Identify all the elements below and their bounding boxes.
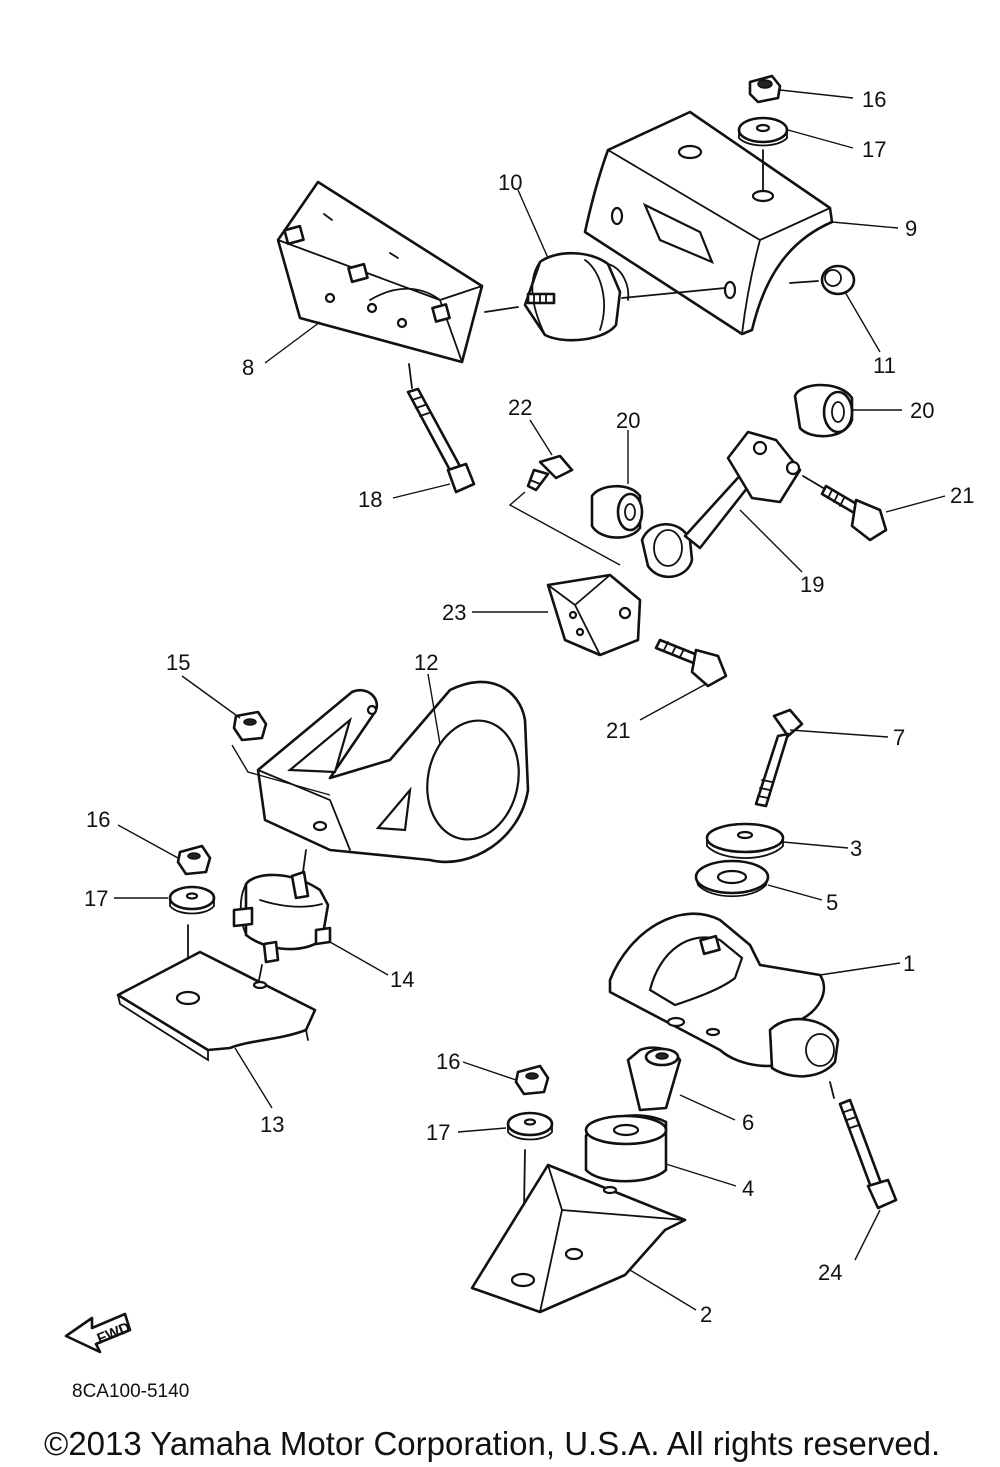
- callout-24: 24: [818, 1260, 842, 1285]
- callout-1: 1: [903, 951, 915, 976]
- part-20-bushing-left: [590, 484, 644, 539]
- callout-17-top: 17: [862, 137, 886, 162]
- part-10-mount: [523, 251, 630, 342]
- fwd-arrow-icon: FWD: [64, 1312, 133, 1354]
- part-7-bolt: [754, 708, 804, 808]
- callout-22: 22: [508, 395, 532, 420]
- callout-23: 23: [442, 600, 466, 625]
- callout-20-left: 20: [616, 408, 640, 433]
- part-16-nut-bottom: [514, 1064, 550, 1096]
- callout-5: 5: [826, 890, 838, 915]
- part-16-nut-top: [748, 74, 782, 104]
- part-8-bracket: [276, 180, 519, 364]
- part-22-bolt: [508, 454, 621, 566]
- part-1-bracket: [608, 912, 840, 1099]
- callout-15: 15: [166, 650, 190, 675]
- part-14-mount: [232, 849, 332, 986]
- part-17-washer-top: [737, 116, 789, 147]
- callout-12: 12: [414, 650, 438, 675]
- part-18-bolt: [406, 363, 476, 494]
- part-19-link: [640, 430, 831, 579]
- part-16-nut-left: [176, 844, 212, 876]
- callout-7: 7: [893, 725, 905, 750]
- callout-9: 9: [905, 216, 917, 241]
- callout-21-lower: 21: [606, 718, 630, 743]
- callout-21-upper: 21: [950, 483, 974, 508]
- part-2-bracket: [470, 1163, 687, 1314]
- part-5-rubber: [694, 859, 770, 898]
- part-17-washer-left: [168, 885, 216, 991]
- callout-8: 8: [242, 355, 254, 380]
- part-23-bracket: [546, 573, 642, 657]
- part-6-spacer: [626, 1046, 682, 1112]
- part-15-nut: [232, 710, 268, 742]
- callout-13: 13: [260, 1112, 284, 1137]
- callout-19: 19: [800, 572, 824, 597]
- callout-3: 3: [850, 836, 862, 861]
- callout-6: 6: [742, 1110, 754, 1135]
- part-3-washer: [705, 822, 785, 859]
- callout-numbers: 16 17 9 10 11 8 18 22 20 20 21 19 23 21 …: [84, 87, 974, 1327]
- callout-16-left: 16: [86, 807, 110, 832]
- drawing-code: 8CA100-5140: [72, 1381, 189, 1402]
- callout-20-right: 20: [910, 398, 934, 423]
- part-21-bolt-lower: [654, 638, 728, 688]
- part-11-collar: [820, 264, 856, 296]
- callout-16-bottom: 16: [436, 1049, 460, 1074]
- leader-lines: [114, 89, 946, 1311]
- callout-10: 10: [498, 170, 522, 195]
- callout-11: 11: [873, 353, 896, 378]
- callout-4: 4: [742, 1176, 754, 1201]
- part-24-bolt: [838, 1098, 898, 1210]
- part-9-bracket: [583, 110, 834, 336]
- part-12-bracket: [231, 680, 530, 864]
- callout-14: 14: [390, 967, 414, 992]
- part-13-plate: [116, 950, 317, 1062]
- callout-2: 2: [700, 1302, 712, 1327]
- callout-17-left: 17: [84, 886, 108, 911]
- callout-16-top: 16: [862, 87, 886, 112]
- part-20-bushing-right: [793, 383, 854, 438]
- copyright-notice: ©2013 Yamaha Motor Corporation, U.S.A. A…: [44, 1425, 940, 1462]
- callout-18: 18: [358, 487, 382, 512]
- part-4-rubber: [584, 1114, 668, 1183]
- callout-17-bottom: 17: [426, 1120, 450, 1145]
- part-21-bolt-upper: [820, 484, 888, 542]
